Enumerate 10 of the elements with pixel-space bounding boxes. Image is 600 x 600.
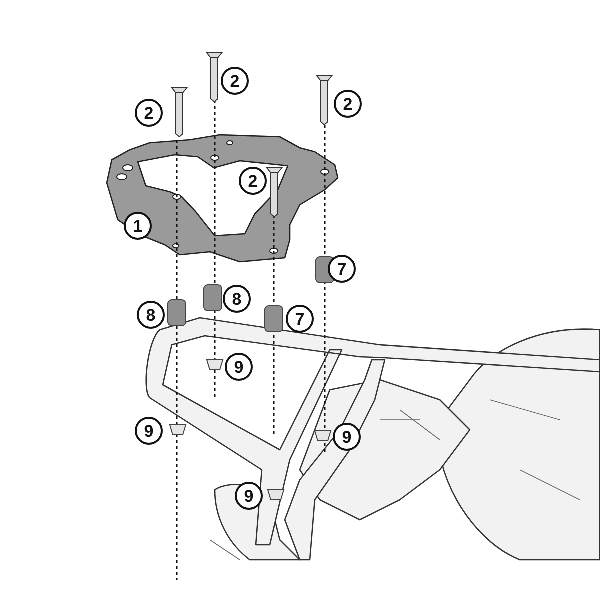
callout-number: 9 [225, 353, 253, 381]
callout-number: 7 [328, 255, 356, 283]
callout-number: 2 [221, 67, 249, 95]
callout-number: 2 [239, 167, 267, 195]
callout-number: 8 [137, 301, 165, 329]
callout-number: 2 [135, 99, 163, 127]
callout-number: 2 [334, 90, 362, 118]
callout-number: 7 [286, 305, 314, 333]
callout-number: 8 [223, 285, 251, 313]
callout-number: 9 [135, 417, 163, 445]
